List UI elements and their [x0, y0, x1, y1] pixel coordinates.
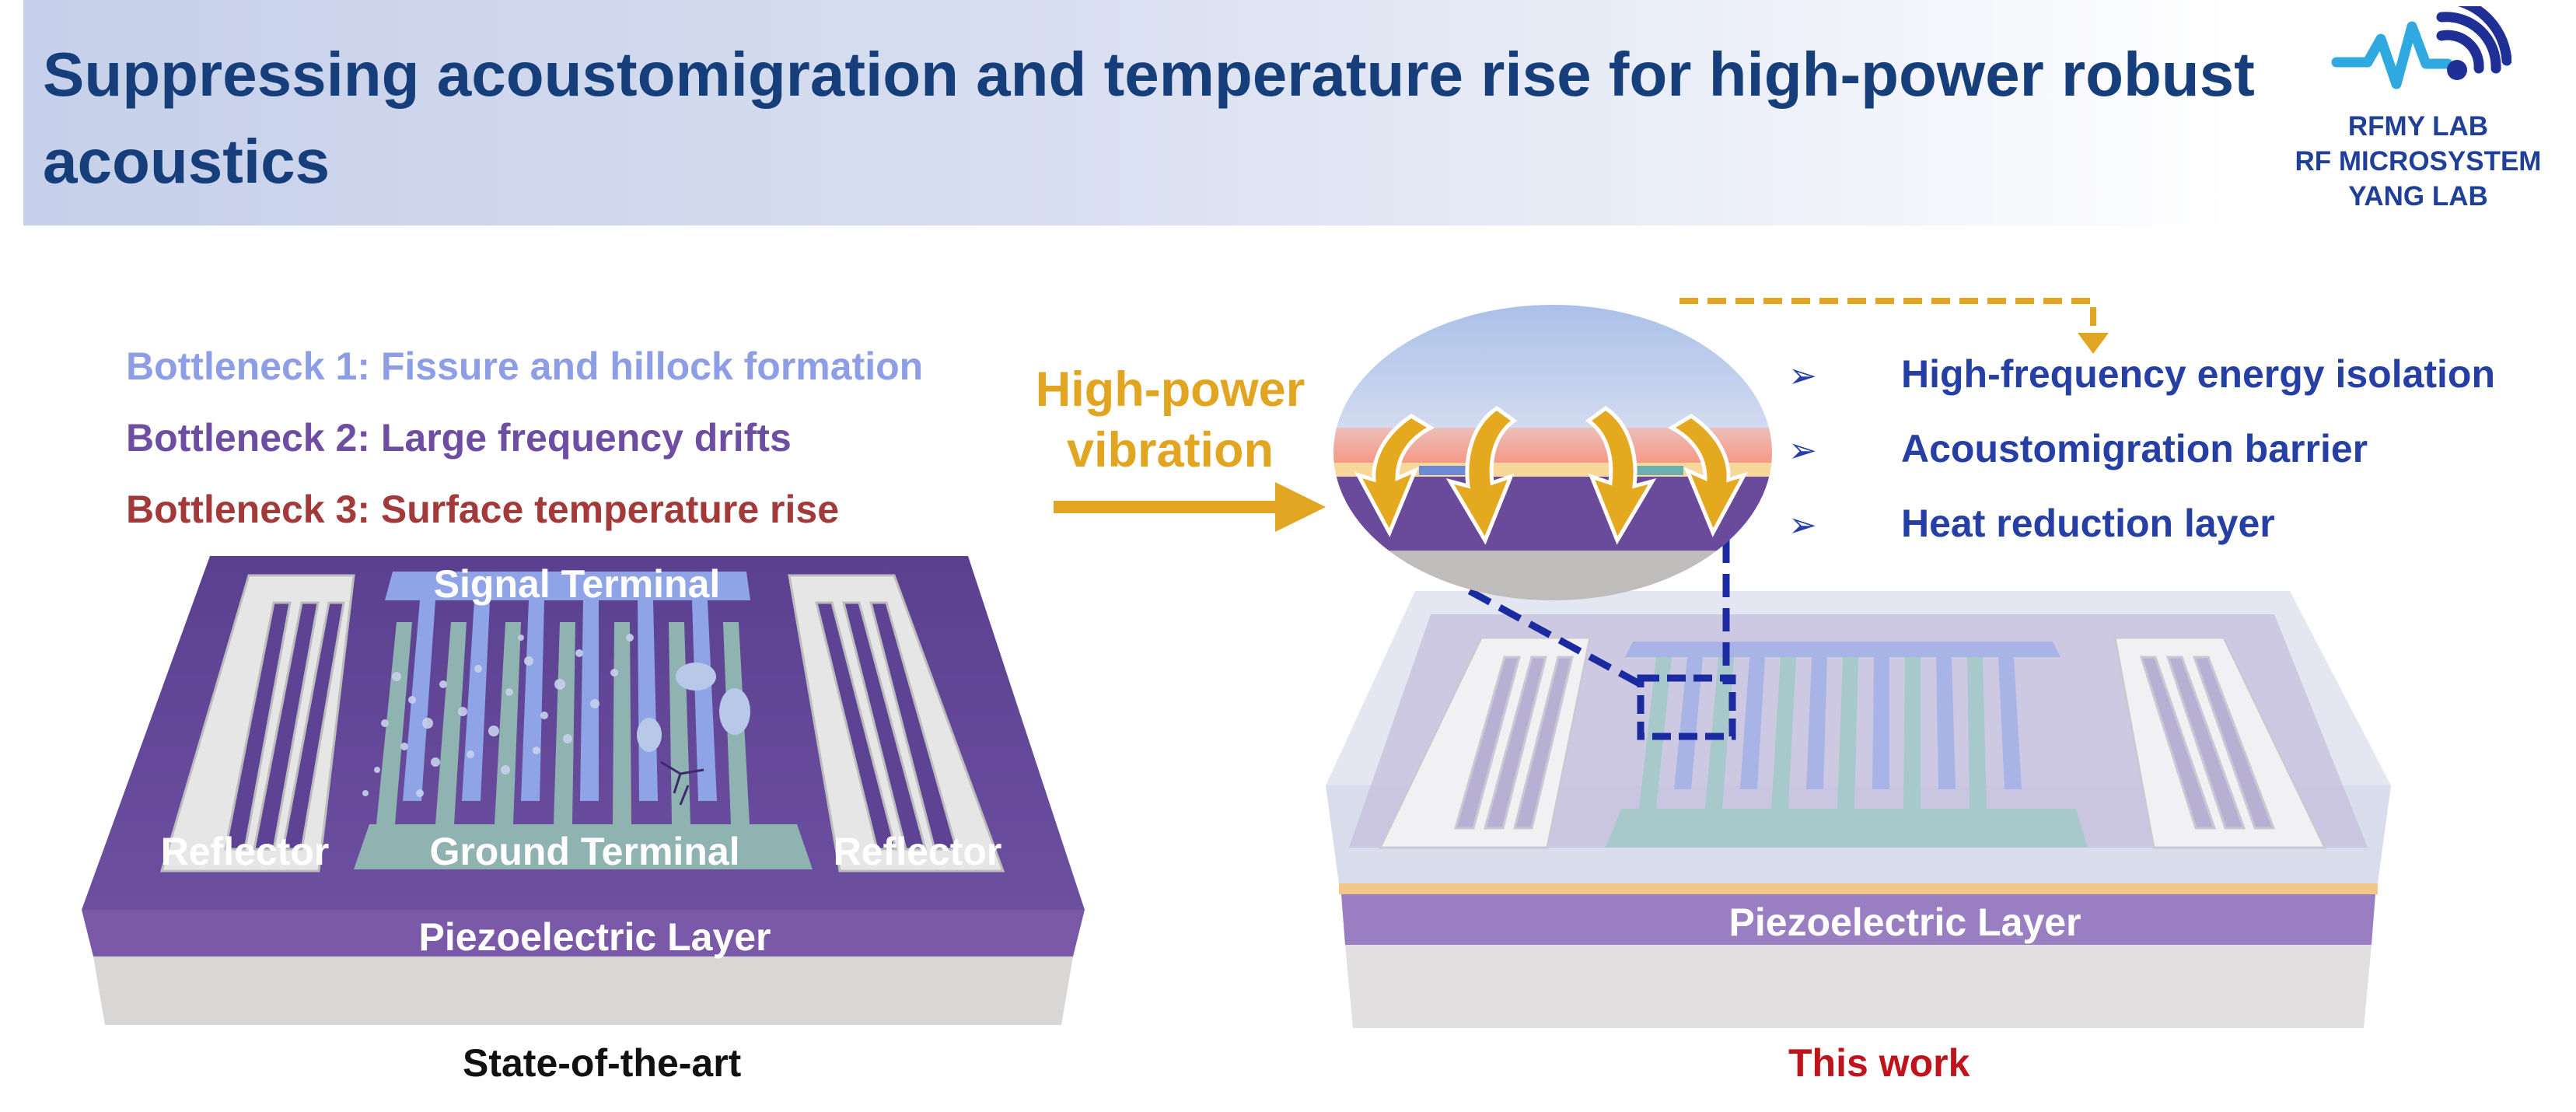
piezo-layer-label-left: Piezoelectric Layer: [418, 915, 771, 959]
pulse-signal-icon: [2331, 6, 2511, 89]
ground-terminal-bar-faded: [1606, 809, 2088, 848]
bullet-arrow-icon: ➢: [1788, 432, 1817, 470]
logo-line: YANG LAB: [2348, 181, 2488, 212]
this-work-device: Piezoelectric Layer: [1326, 591, 2391, 1028]
logo-line: RF MICROSYSTEM: [2295, 146, 2542, 177]
bottleneck-3: Bottleneck 3: Surface temperature rise: [126, 488, 840, 531]
piezo-top-under-cover: [1349, 614, 2368, 848]
left-reflector-faded: [1378, 636, 1592, 849]
bullet-arrow-icon: ➢: [1788, 357, 1817, 395]
feature-3: Heat reduction layer: [1901, 502, 2275, 545]
electrode-zoom-left: [1419, 466, 1466, 475]
bottleneck-1: Bottleneck 1: Fissure and hillock format…: [126, 344, 924, 388]
dashed-orange-arrow: [1679, 298, 2096, 334]
signal-fingers-faded: [1674, 657, 2022, 789]
heat-reduction-layer: [1339, 883, 2378, 894]
magnified-view: [1333, 305, 1772, 600]
substrate-layer: [1345, 945, 2372, 1028]
vibration-arrow: [1054, 482, 1326, 532]
vibration-line: High-power: [1035, 362, 1305, 417]
reflector-right-label: Reflector: [834, 830, 1002, 873]
piezo-front-face: [82, 910, 1085, 956]
signal-terminal-label: Signal Terminal: [434, 562, 721, 606]
logo-line: RFMY LAB: [2347, 111, 2489, 142]
page-title: Suppressing acoustomigration and tempera…: [43, 40, 2255, 196]
right-reflector: [788, 574, 1005, 872]
feature-2: Acoustomigration barrier: [1901, 427, 2368, 470]
right-reflector-faded: [2113, 636, 2327, 849]
fissure-marks: [637, 663, 750, 752]
state-of-the-art-device: Signal Terminal Ground Terminal Reflecto…: [82, 556, 1085, 1025]
feature-1: High-frequency energy isolation: [1901, 352, 2496, 396]
vibration-arrows-zoom: [1354, 405, 1749, 545]
crack-lines: [660, 761, 704, 806]
caption-this-work: This work: [1788, 1041, 1970, 1085]
ground-terminal-label: Ground Terminal: [429, 830, 739, 873]
left-reflector: [159, 574, 355, 872]
orange-arrowhead: [2078, 333, 2109, 354]
signal-terminal-bar: [385, 572, 750, 600]
high-power-vibration-label: High-power vibration: [1007, 359, 1333, 481]
substrate-layer: [93, 956, 1073, 1025]
electrode-zoom-right: [1637, 466, 1683, 475]
signal-terminal-bar-faded: [1625, 642, 2060, 657]
zoom-region-box: [1637, 674, 1736, 740]
zoom-connectors: [1467, 298, 2109, 687]
bullet-arrow-icon: ➢: [1788, 506, 1817, 544]
header-banner: [23, 0, 2232, 226]
bottleneck-2: Bottleneck 2: Large frequency drifts: [126, 416, 792, 460]
caption-state-of-the-art: State-of-the-art: [463, 1041, 742, 1085]
substrate-zoom: [1333, 551, 1772, 600]
reflector-left-label: Reflector: [161, 830, 330, 873]
logo-text: RFMY LAB RF MICROSYSTEM YANG LAB: [2270, 109, 2566, 214]
piezo-front-face: [1341, 894, 2375, 945]
ground-terminal-bar: [354, 824, 813, 869]
piezo-layer-label-right: Piezoelectric Layer: [1728, 900, 2081, 944]
vibration-line: vibration: [1066, 423, 1274, 477]
hillock-debris: [362, 634, 634, 797]
